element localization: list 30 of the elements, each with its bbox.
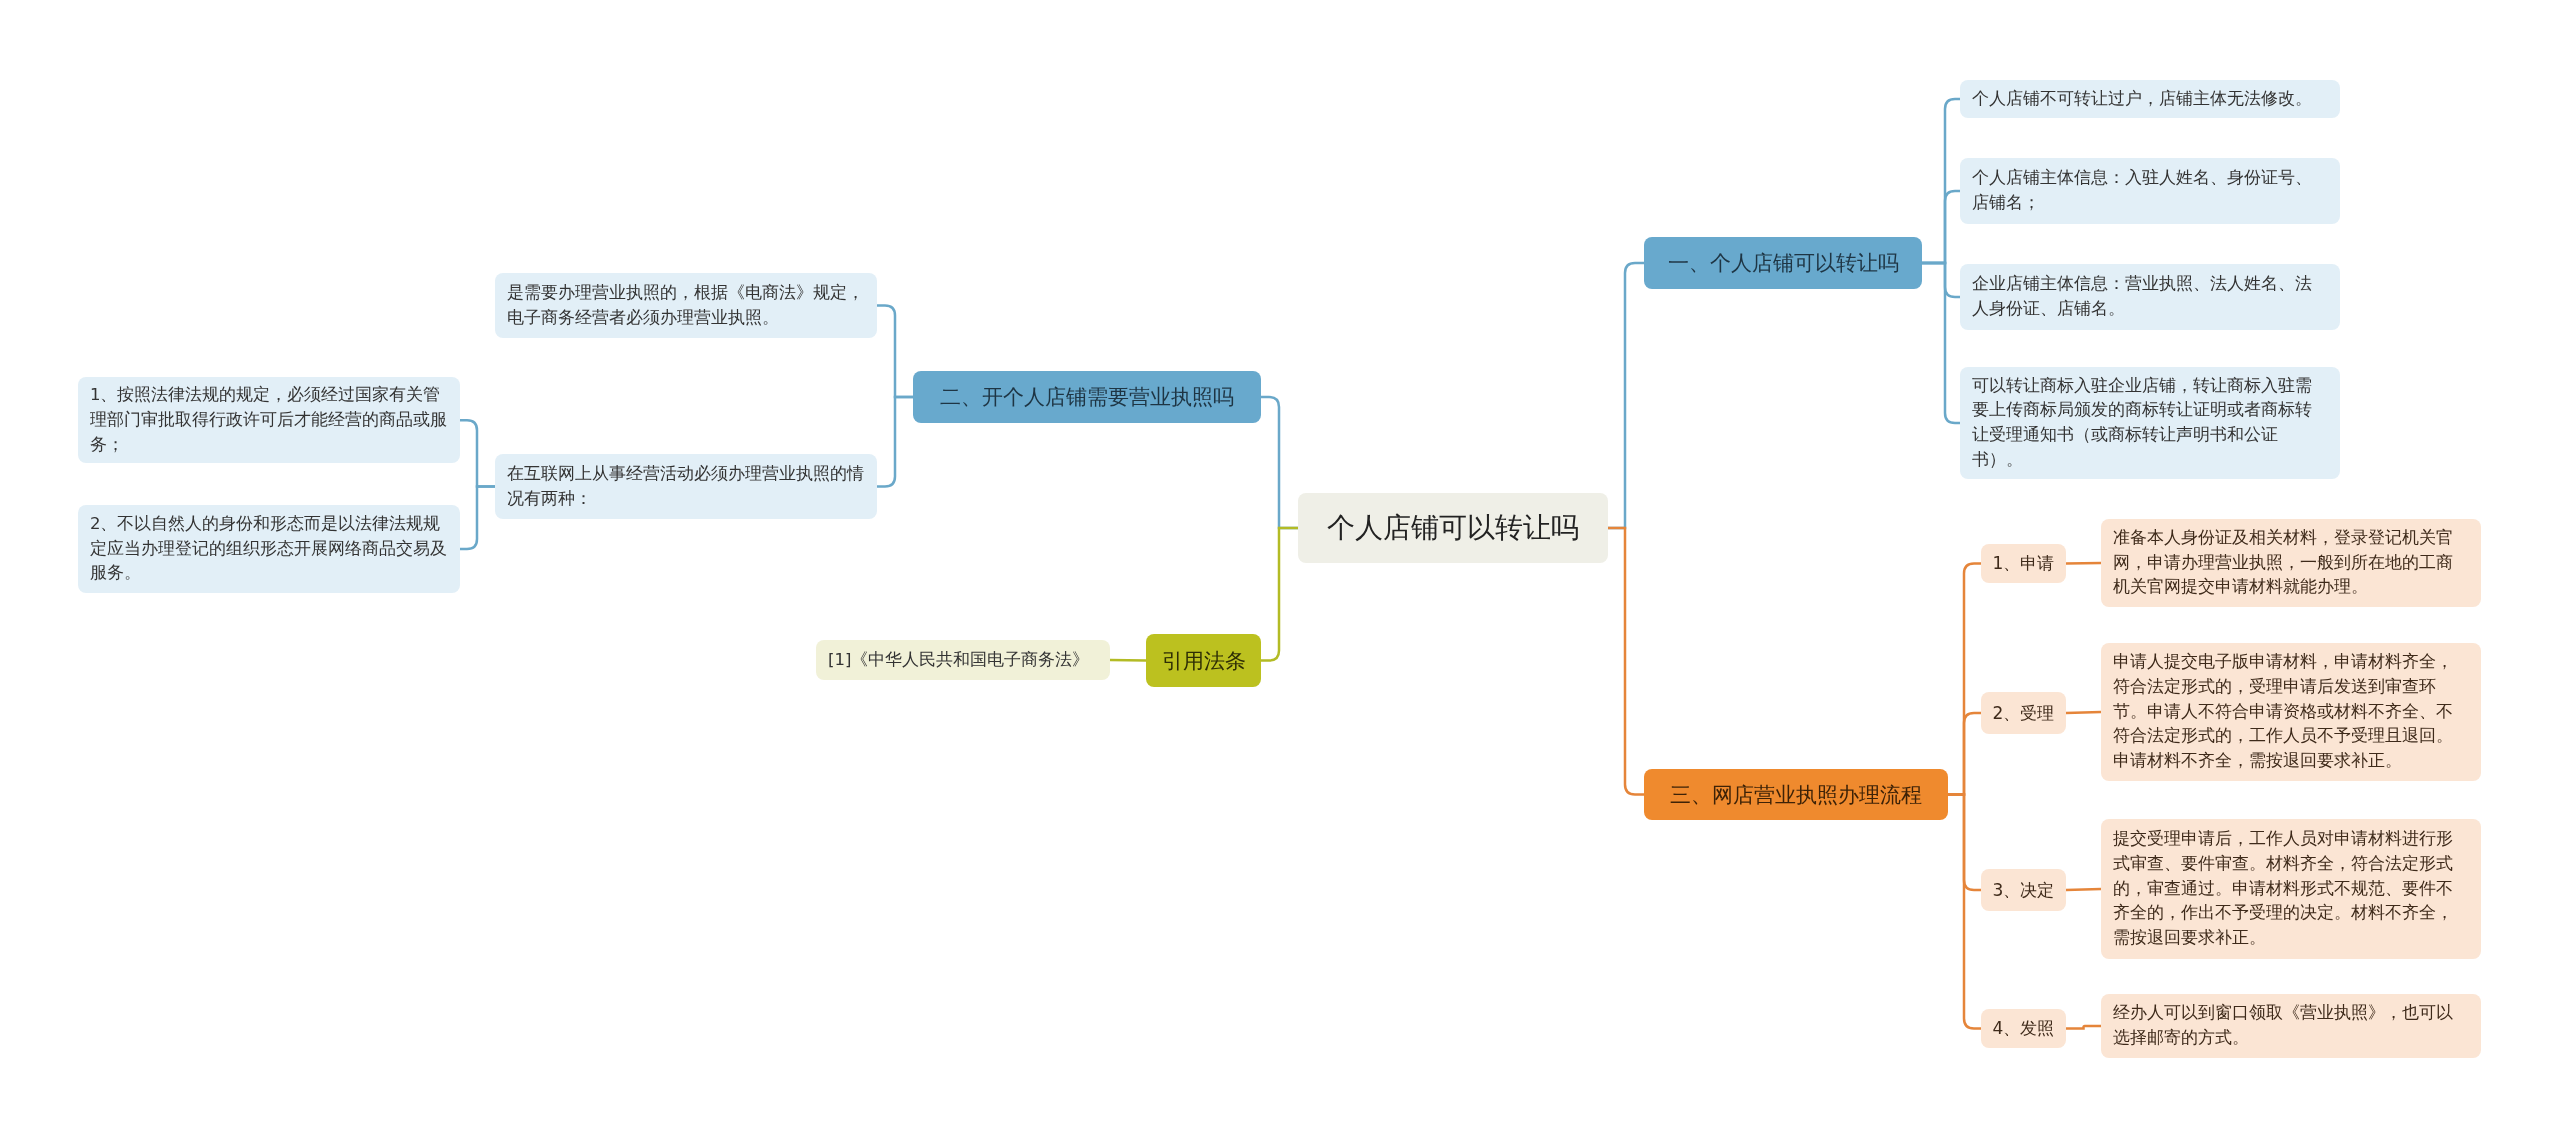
subtopic-box: 个人店铺主体信息：入驻人姓名、身份证号、店铺名；	[1960, 158, 2340, 224]
branch-topic: 引用法条	[1146, 634, 1261, 687]
branch-topic: 三、网店营业执照办理流程	[1644, 769, 1948, 820]
subtopic-box: 准备本人身份证及相关材料，登录登记机关官网，申请办理营业执照，一般到所在地的工商机关官网提交申请材料就能办理。	[2101, 519, 2481, 607]
subtopic-box: 1、按照法律法规的规定，必须经过国家有关管理部门审批取得行政许可后才能经营的商品或服务；	[78, 377, 460, 464]
central-topic: 个人店铺可以转让吗	[1298, 493, 1608, 563]
step-box: 2、受理	[1981, 692, 2066, 734]
connector-line	[2066, 561, 2101, 565]
branch-topic: 二、开个人店铺需要营业执照吗	[913, 371, 1261, 423]
connector-line	[2066, 1024, 2101, 1030]
step-box: 3、决定	[1981, 869, 2066, 911]
connector-line	[2065, 887, 2102, 892]
subtopic-box: 个人店铺不可转让过户，店铺主体无法修改。	[1960, 80, 2340, 118]
step-box: 4、发照	[1981, 1009, 2066, 1048]
subtopic-box: 可以转让商标入驻企业店铺，转让商标入驻需要上传商标局颁发的商标转让证明或者商标转让受理通知书（或商标转让声明书和公证书）。	[1960, 367, 2340, 479]
connector-line	[2065, 710, 2102, 715]
connector-line	[1110, 658, 1146, 662]
subtopic-box: 是需要办理营业执照的，根据《电商法》规定，电子商务经营者必须办理营业执照。	[495, 273, 877, 338]
branch-topic: 一、个人店铺可以转让吗	[1644, 237, 1922, 289]
subtopic-box: 在互联网上从事经营活动必须办理营业执照的情况有两种：	[495, 454, 877, 519]
subtopic-box: [1]《中华人民共和国电子商务法》	[816, 640, 1110, 680]
connector-line	[1608, 526, 1644, 796]
connector-line	[877, 395, 913, 488]
subtopic-box: 提交受理申请后，工作人员对申请材料进行形式审查、要件审查。材料齐全，符合法定形式的，审查通过。申请材料形式不规范、要件不齐全的，作出不予受理的决定。材料不齐全，需按退回要求补正。	[2101, 819, 2481, 959]
subtopic-box: 2、不以自然人的身份和形态而是以法律法规规定应当办理登记的组织形态开展网络商品交易及服务。	[78, 505, 460, 593]
connector-line	[1261, 526, 1298, 662]
step-box: 1、申请	[1981, 544, 2066, 583]
subtopic-box: 企业店铺主体信息：营业执照、法人姓名、法人身份证、店铺名。	[1960, 264, 2340, 330]
subtopic-box: 经办人可以到窗口领取《营业执照》，也可以选择邮寄的方式。	[2101, 994, 2481, 1058]
subtopic-box: 申请人提交电子版申请材料，申请材料齐全，符合法定形式的，受理申请后发送到审查环节。申请人不符合申请资格或材料不齐全、不符合法定形式的，工作人员不予受理且退回。申请材料不齐全，需按退回要求补正。	[2101, 643, 2481, 781]
